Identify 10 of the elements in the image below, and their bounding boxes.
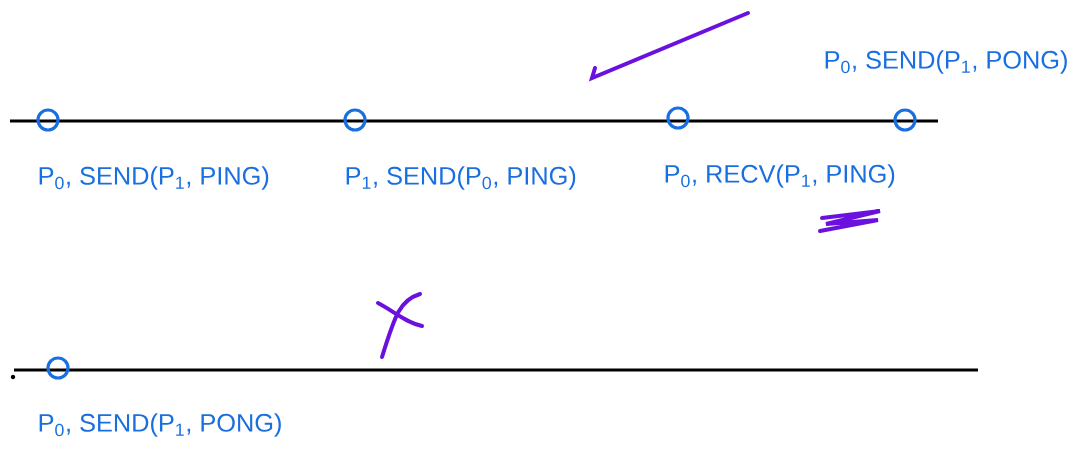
event-label: P$_{0}$, SEND(P$_{1}$, PING) xyxy=(39,166,269,190)
event-circle xyxy=(666,106,690,130)
event-circle xyxy=(343,108,367,132)
event-circle xyxy=(46,356,70,380)
event-label: P$_{0}$, SEND(P$_{1}$, PONG) xyxy=(39,413,281,437)
event-circle xyxy=(36,108,60,132)
event-label: P$_{0}$, RECV(P$_{1}$, PING) xyxy=(665,164,895,188)
event-label: P$_{0}$, SEND(P$_{1}$, PONG) xyxy=(825,50,1067,74)
event-circle xyxy=(893,108,917,132)
event-label: P$_{1}$, SEND(P$_{0}$, PING) xyxy=(346,166,576,190)
